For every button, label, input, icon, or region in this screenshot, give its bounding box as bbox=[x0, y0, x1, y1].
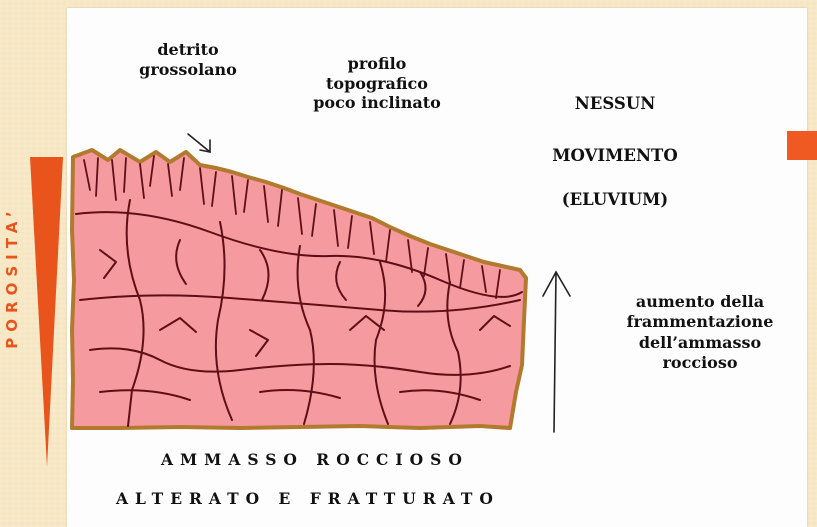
movimento-label: MOVIMENTO bbox=[540, 146, 690, 166]
eluvium-label: (ELUVIUM) bbox=[540, 190, 690, 210]
nessun-label: NESSUN bbox=[540, 94, 690, 114]
porosity-label: POROSITA’ bbox=[3, 202, 23, 352]
title-line-1: AMMASSO ROCCIOSO bbox=[161, 450, 469, 469]
detrito-label: detrito grossolano bbox=[118, 40, 258, 79]
fragmentation-arrow bbox=[543, 272, 570, 432]
profilo-label: profilo topografico poco inclinato bbox=[292, 54, 462, 113]
detrito-arrow bbox=[188, 134, 210, 152]
aumento-label: aumento della frammentazione dell’ammass… bbox=[600, 292, 800, 374]
accent-square bbox=[787, 131, 817, 160]
title-line-2: ALTERATO E FRATTURATO bbox=[116, 489, 500, 508]
porosity-triangle bbox=[30, 157, 63, 467]
